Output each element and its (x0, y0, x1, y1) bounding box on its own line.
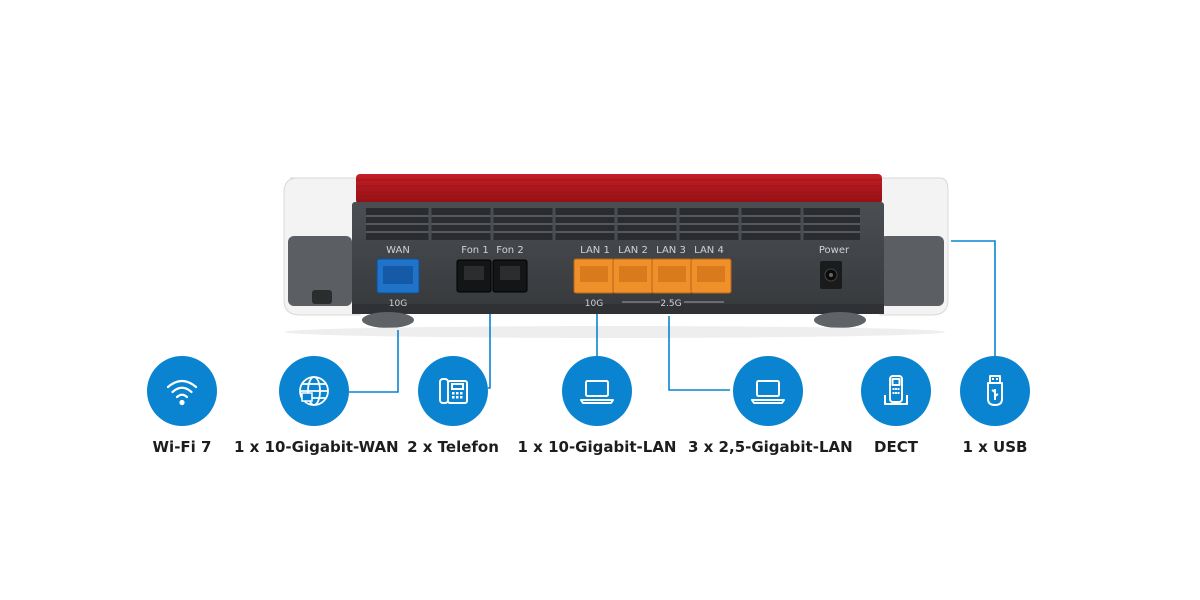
port-label-power: Power (819, 245, 850, 256)
dect-phone-icon (884, 375, 908, 405)
router-foot-right (814, 312, 866, 328)
usb-icon (987, 375, 1003, 406)
port-label-fon1: Fon 1 (461, 245, 488, 256)
feature-wan-circle (279, 356, 349, 426)
port-label-lan4: LAN 4 (694, 245, 724, 256)
feature-dect-circle (861, 356, 931, 426)
feature-lan-2-5g: 3 x 2,5-Gigabit-LAN (688, 356, 853, 456)
feature-label: DECT (874, 438, 918, 456)
lan-port-2 (612, 258, 654, 294)
feature-label: 1 x 10-Gigabit-WAN (234, 438, 399, 456)
router-shadow (285, 326, 945, 338)
power-jack (820, 261, 842, 289)
feature-lan-10g: 1 x 10-Gigabit-LAN (517, 356, 677, 456)
connector-lan-2-5g (668, 316, 730, 391)
port-label-fon2: Fon 2 (496, 245, 523, 256)
feature-usb-circle (960, 356, 1030, 426)
router-right-end (879, 177, 949, 316)
port-label-lan3: LAN 3 (656, 245, 686, 256)
connector-telefon (488, 314, 491, 389)
connector-lines (349, 240, 996, 393)
feature-label: 3 x 2,5-Gigabit-LAN (688, 438, 853, 456)
fon-port-1 (456, 259, 492, 293)
lan-port-4 (690, 258, 732, 294)
feature-label: 1 x USB (962, 438, 1028, 456)
laptop-icon (751, 380, 785, 404)
port-label-lan1: LAN 1 (580, 245, 610, 256)
feature-dect: DECT (816, 356, 976, 456)
fon-port-2 (492, 259, 528, 293)
feature-usb: 1 x USB (915, 356, 1075, 456)
router-left-end (283, 177, 361, 316)
router-back-panel (352, 202, 884, 314)
laptop-icon (580, 380, 614, 404)
port-label-wan: WAN (386, 245, 410, 256)
phone-icon (439, 378, 468, 404)
speed-label-lan1: 10G (585, 299, 603, 309)
router-red-top (356, 174, 882, 204)
wan-port (376, 258, 420, 294)
feature-lan-10g-circle (562, 356, 632, 426)
feature-label: 1 x 10-Gigabit-LAN (517, 438, 677, 456)
feature-wifi: Wi-Fi 7 (102, 356, 262, 456)
feature-label: 2 x Telefon (407, 438, 499, 456)
feature-label: Wi-Fi 7 (152, 438, 212, 456)
feature-lan-2-5g-circle (733, 356, 803, 426)
feature-wan: 1 x 10-Gigabit-WAN (234, 356, 399, 456)
feature-wifi-circle (147, 356, 217, 426)
lan-port-1 (573, 258, 615, 294)
port-label-lan2: LAN 2 (618, 245, 648, 256)
speed-label-wan: 10G (389, 299, 407, 309)
router-foot-left (362, 312, 414, 328)
lan-port-3 (651, 258, 693, 294)
speed-label-lan-group: 2.5G (660, 299, 681, 309)
connector-usb (951, 240, 996, 356)
connector-wan (349, 330, 399, 393)
wifi-icon (166, 379, 198, 406)
feature-telefon: 2 x Telefon (373, 356, 533, 456)
globe-icon (299, 376, 329, 406)
feature-telefon-circle (418, 356, 488, 426)
